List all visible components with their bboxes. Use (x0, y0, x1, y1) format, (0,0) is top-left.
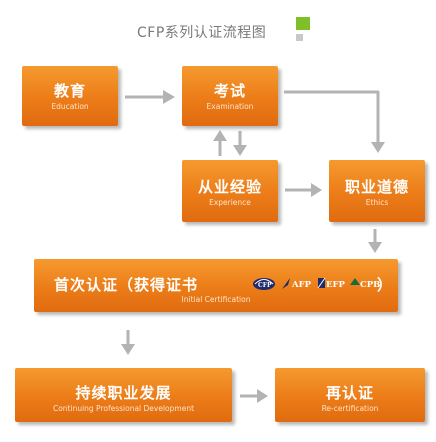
arrowhead-examination-to-experience (233, 145, 247, 156)
arrowhead-ethics-to-certification (368, 242, 382, 253)
arrowhead-examination-to-ethics (371, 142, 385, 153)
node-examination: 考试 Examination (182, 66, 278, 126)
node-recertification: 再认证 Re-certification (275, 368, 425, 422)
logo-cpb: CPB (360, 280, 380, 290)
cfp-logo-mark: CFP (253, 278, 275, 290)
efp-logo-mark: EFP (317, 277, 346, 290)
afp-logo-mark: AFP (282, 278, 312, 290)
node-cpd-label: 持续职业发展 (75, 384, 172, 402)
arrow-examination-to-ethics (284, 90, 380, 143)
node-education-label: 教育 (53, 82, 86, 100)
node-experience: 从业经验 Experience (182, 160, 278, 222)
node-ethics-sublabel: Ethics (365, 198, 389, 207)
logo-cfp: CFP (258, 282, 272, 289)
title-accent-square-green (296, 17, 310, 30)
node-initial-certification: 首次认证（获得证书 CFP AFP EFP CPB ） Initial Cert… (34, 259, 398, 312)
node-examination-sublabel: Examination (206, 102, 254, 111)
arrowhead-experience-to-examination (213, 130, 227, 141)
node-ethics: 职业道德 Ethics (329, 160, 425, 222)
node-ethics-label: 职业道德 (344, 178, 409, 196)
title-accent-square-gray (296, 34, 303, 41)
logo-efp: EFP (326, 280, 346, 290)
arrowhead-education-to-examination (163, 90, 175, 104)
node-certification-sublabel: Initial Certification (181, 295, 251, 304)
cpb-logo-mark: CPB (350, 278, 380, 290)
node-cpd-sublabel: Continuing Professional Development (52, 404, 195, 413)
node-education: 教育 Education (22, 66, 118, 126)
logo-afp: AFP (291, 280, 312, 290)
certification-logos: CFP AFP EFP CPB (253, 277, 380, 290)
node-recertification-sublabel: Re-certification (321, 404, 379, 413)
node-experience-sublabel: Experience (209, 198, 251, 207)
arrowhead-cpd-to-recertification (257, 389, 268, 403)
arrowhead-experience-to-ethics (311, 183, 322, 197)
node-certification-close-paren: ） (377, 276, 393, 294)
node-examination-label: 考试 (213, 82, 246, 100)
node-cpd: 持续职业发展 Continuing Professional Developme… (15, 368, 232, 422)
diagram-title: CFP系列认证流程图 (137, 25, 267, 41)
node-recertification-label: 再认证 (325, 384, 374, 402)
arrowhead-certification-to-cpd (121, 344, 135, 355)
node-education-sublabel: Education (51, 102, 89, 111)
node-certification-label: 首次认证（获得证书 (54, 276, 199, 294)
node-experience-label: 从业经验 (197, 178, 262, 196)
